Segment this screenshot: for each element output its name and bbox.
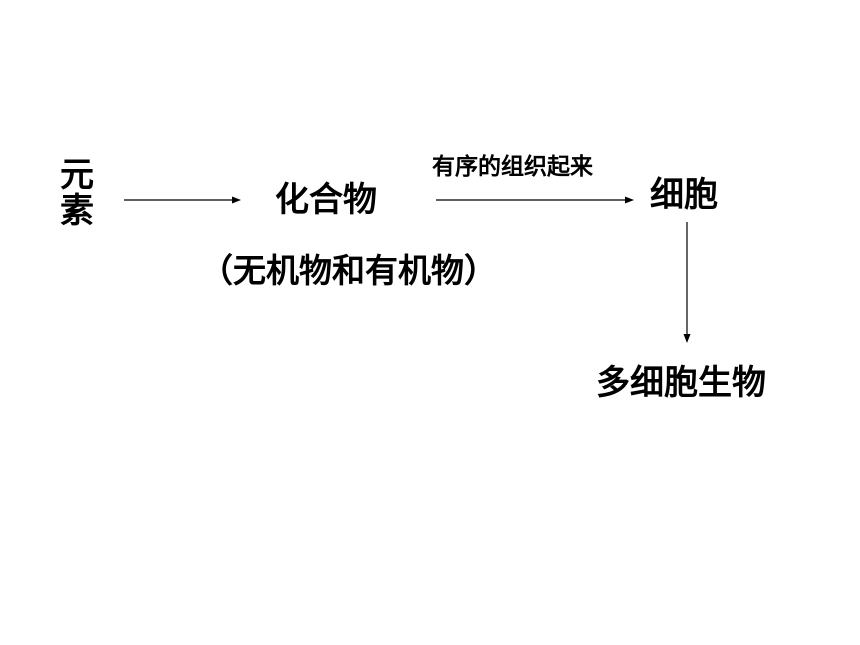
node-element: 元 素 — [60, 155, 94, 231]
node-compound-note: （无机物和有机物） — [200, 251, 497, 290]
node-multicellular: 多细胞生物 — [596, 363, 766, 403]
node-compound: 化合物 — [275, 180, 377, 220]
node-element-char-1: 元 — [60, 155, 94, 195]
node-cell: 细胞 — [650, 175, 718, 215]
arrow-element-to-compound — [124, 196, 241, 204]
edge-label-organize: 有序的组织起来 — [432, 154, 593, 180]
node-element-char-2: 素 — [60, 190, 94, 231]
arrow-cell-to-multicellular — [683, 222, 691, 343]
arrow-compound-to-cell — [436, 196, 634, 204]
